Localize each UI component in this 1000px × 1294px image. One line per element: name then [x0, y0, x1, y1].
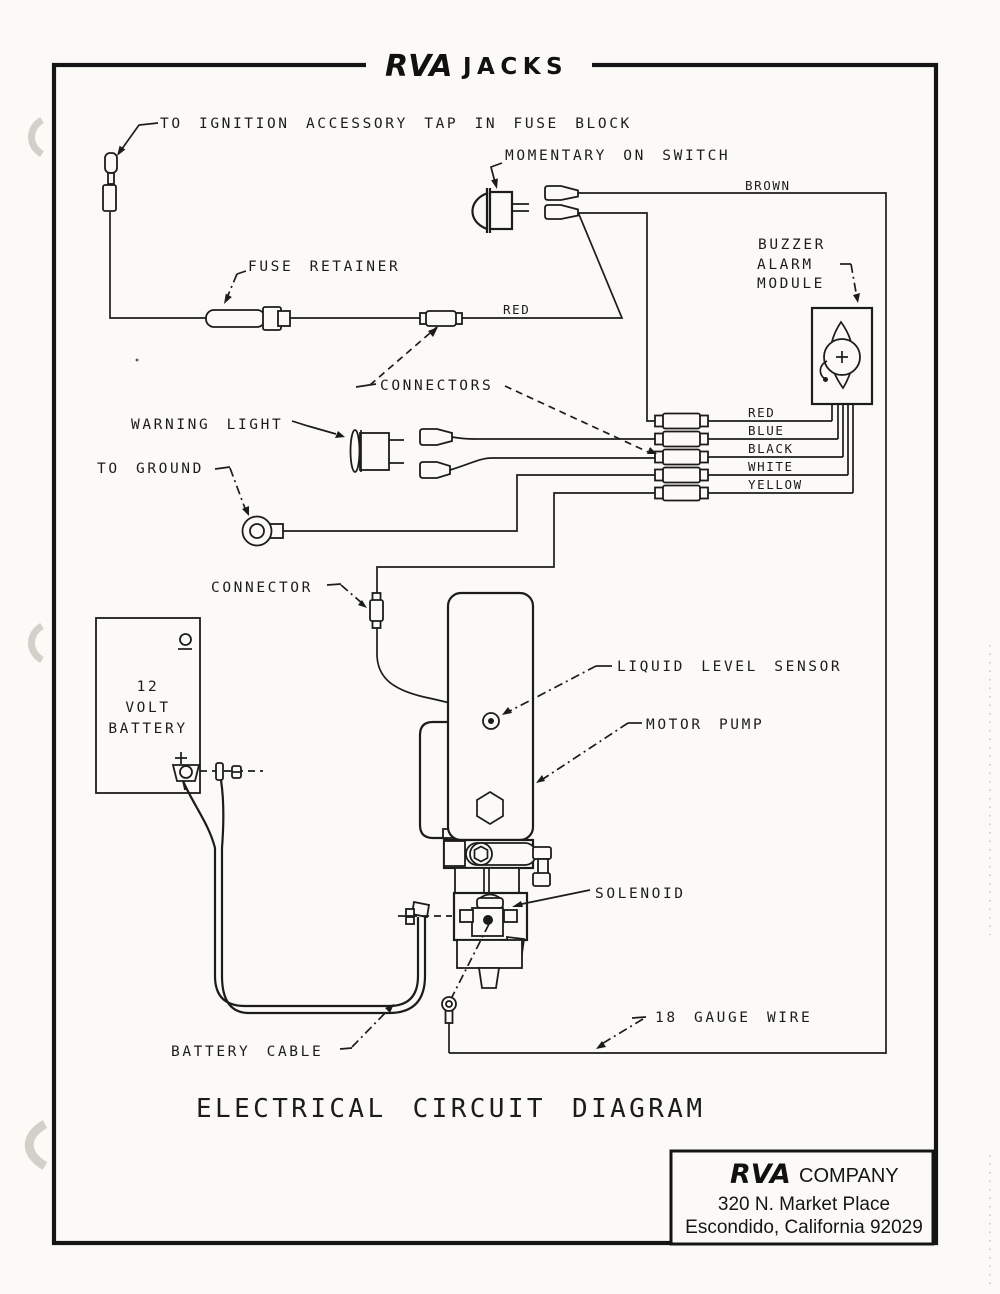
company-address-line2: Escondido, California 92029	[685, 1217, 923, 1238]
warning-light-label: WARNING LIGHT	[131, 417, 283, 433]
battery-label-line3: BATTERY	[108, 721, 187, 737]
momentary-switch-symbol	[471, 185, 579, 233]
leader-lines	[117, 122, 860, 1050]
solenoid-nut-left	[459, 909, 474, 923]
connector-label: CONNECTOR	[211, 580, 313, 596]
pump-hex-plug	[476, 791, 504, 825]
to-ground-label: TO GROUND	[97, 461, 204, 477]
footer-title: ELECTRICAL CIRCUIT DIAGRAM	[196, 1094, 705, 1124]
ignition-tap-connector-symbol	[102, 152, 118, 212]
battery-cable-label: BATTERY CABLE	[171, 1044, 323, 1060]
scan-artifacts	[24, 116, 991, 1290]
gauge-wire-label: 18 GAUGE WIRE	[655, 1010, 812, 1026]
blue-wire-label: BLUE	[748, 423, 785, 438]
solenoid-stud-bolt	[405, 908, 415, 917]
butt-connectors-column	[654, 412, 709, 502]
company-box: RVA COMPANY 320 N. Market Place Escondid…	[669, 1149, 935, 1246]
momentary-switch-label: MOMENTARY ON SWITCH	[505, 148, 730, 164]
butt-connector-yellow	[654, 484, 709, 502]
buzzer-label-line3: MODULE	[757, 276, 825, 292]
terminal-bolt	[215, 762, 224, 781]
inline-connector-vertical-symbol	[369, 592, 384, 629]
pump-neck	[454, 867, 520, 894]
butt-connector-black	[654, 448, 709, 466]
fuse-retainer-label: FUSE RETAINER	[248, 259, 400, 275]
butt-connector-blue	[654, 430, 709, 448]
company-name-text: COMPANY	[799, 1165, 899, 1187]
motor-pump-label: MOTOR PUMP	[646, 717, 764, 733]
fitting-elbow	[532, 846, 552, 860]
butt-connector-white	[654, 466, 709, 484]
black-wire-label: BLACK	[748, 441, 794, 456]
switch-spade-top	[544, 185, 579, 201]
solenoid-ground-ring-terminal	[441, 923, 490, 1024]
buzzer-label-line2: ALARM	[757, 257, 814, 273]
battery-label-line2: VOLT	[125, 700, 170, 716]
company-logo-text: RVA	[730, 1159, 791, 1190]
connectors-label: CONNECTORS	[380, 378, 493, 394]
battery-terminal-hardware	[200, 762, 263, 781]
ground-ring-terminal-symbol	[241, 515, 284, 547]
warning-light-symbol	[349, 428, 453, 479]
pump-bracket	[418, 720, 448, 840]
wires	[109, 192, 887, 1054]
solenoid-nut-right	[503, 909, 518, 923]
buzzer-alarm-module-symbol	[810, 306, 874, 406]
company-address-line1: 320 N. Market Place	[718, 1194, 890, 1215]
buzzer-label-line1: BUZZER	[758, 237, 826, 253]
white-wire-label: WHITE	[748, 459, 794, 474]
battery-label-line1: 12	[137, 679, 160, 695]
motor-pump-symbol	[418, 591, 535, 842]
solenoid-symbol	[398, 891, 529, 989]
logo-rva-text: RVA	[385, 49, 453, 84]
fuse-retainer-symbol	[205, 306, 291, 331]
solenoid-label: SOLENOID	[595, 886, 686, 902]
logo-jacks-text: JACKS	[461, 54, 568, 80]
switch-spade-bottom	[544, 204, 579, 220]
header-logo: RVA JACKS	[385, 49, 568, 84]
yellow-wire-label: YELLOW	[748, 477, 803, 492]
red-feed-wire-label: RED	[503, 302, 530, 317]
pump-base-assembly	[442, 838, 552, 894]
butt-connector-red	[654, 412, 709, 430]
diagram-labels: TO IGNITION ACCESSORY TAP IN FUSE BLOCK …	[97, 116, 842, 1060]
page-border	[51, 47, 939, 1246]
inline-connector-red-symbol	[419, 310, 463, 327]
battery-symbol	[95, 617, 201, 794]
red-wire-label: RED	[748, 405, 775, 420]
liquid-level-sensor-label: LIQUID LEVEL SENSOR	[617, 659, 842, 675]
liquid-level-sensor-symbol	[482, 712, 500, 730]
ignition-label: TO IGNITION ACCESSORY TAP IN FUSE BLOCK	[160, 116, 632, 132]
light-spade-bottom	[419, 461, 451, 479]
light-spade-top	[419, 428, 453, 446]
battery-cable	[181, 779, 431, 1015]
brown-wire-label: BROWN	[745, 178, 791, 193]
